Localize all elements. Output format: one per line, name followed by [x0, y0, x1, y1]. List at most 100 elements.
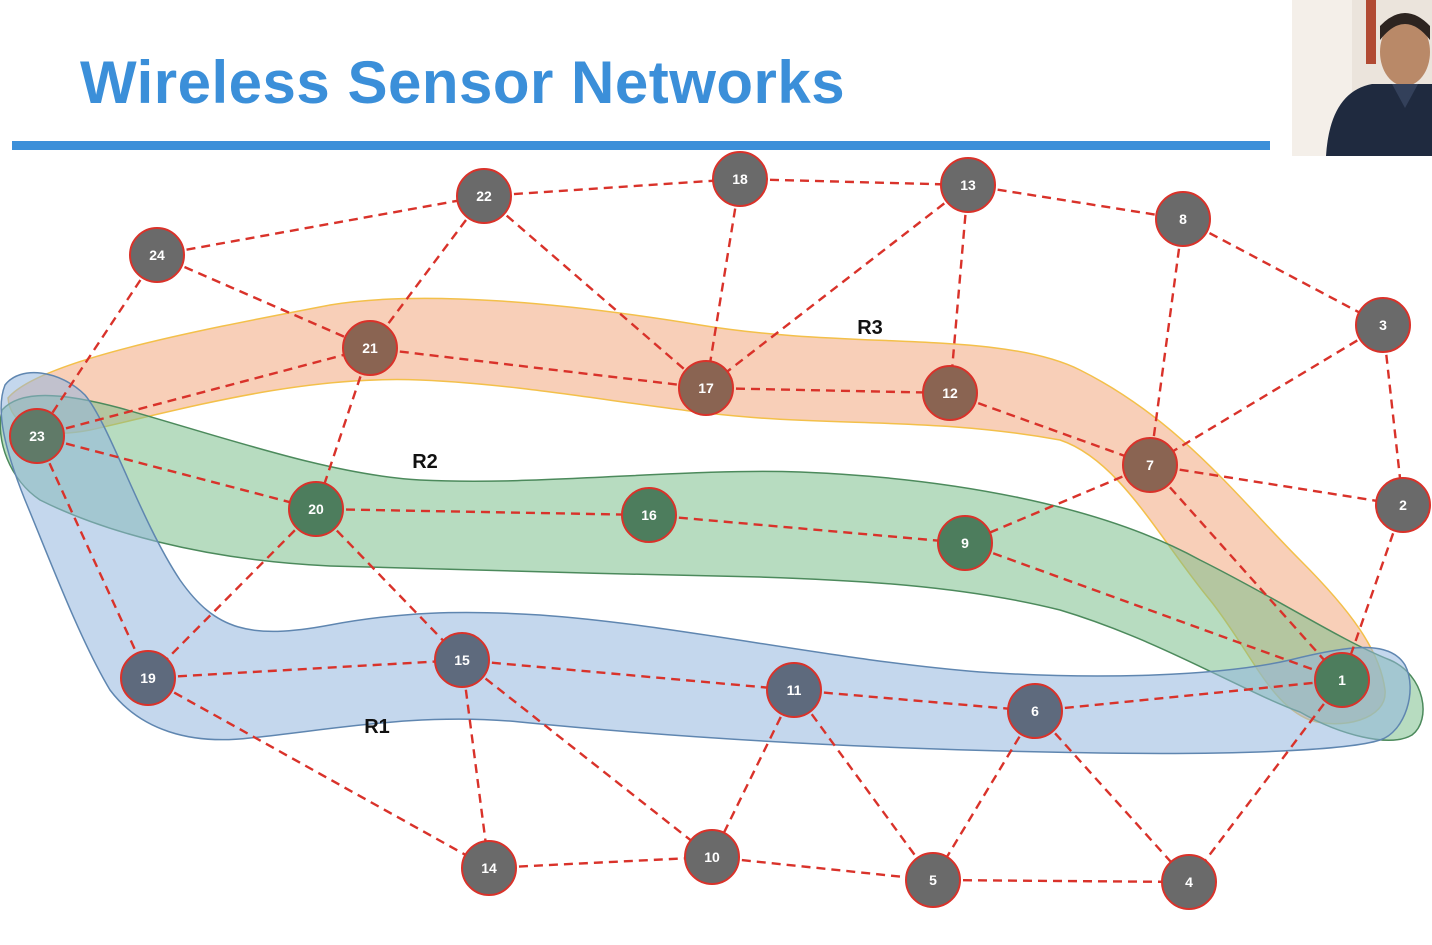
sensor-node-4: 4	[1161, 854, 1217, 910]
node-circle	[766, 662, 822, 718]
sensor-node-2: 2	[1375, 477, 1431, 533]
node-circle	[678, 360, 734, 416]
edge-19-15	[147, 658, 463, 680]
node-circle	[1355, 297, 1411, 353]
edge-7-9	[964, 463, 1151, 545]
node-label: 22	[476, 188, 492, 204]
node-label: 24	[149, 247, 165, 263]
sensor-node-12: 12	[922, 365, 978, 421]
node-circle	[120, 650, 176, 706]
node-circle	[905, 852, 961, 908]
edge-23-20	[36, 434, 317, 511]
node-circle	[461, 840, 517, 896]
edge-1-4	[1188, 679, 1343, 883]
node-label: 23	[29, 428, 45, 444]
edge-20-16	[315, 507, 650, 517]
sensor-node-6: 6	[1007, 683, 1063, 739]
node-label: 20	[308, 501, 324, 517]
edge-22-21	[369, 195, 485, 349]
edge-11-5	[793, 689, 934, 881]
node-label: 3	[1379, 317, 1387, 333]
sensor-node-13: 13	[940, 157, 996, 213]
node-label: 13	[960, 177, 976, 193]
node-circle	[684, 829, 740, 885]
edge-2-1	[1340, 504, 1405, 681]
edge-5-4	[932, 878, 1190, 884]
node-circle	[712, 151, 768, 207]
edge-7-1	[1149, 464, 1343, 681]
node-circle	[342, 320, 398, 376]
node-label: 15	[454, 652, 470, 668]
sensor-node-19: 19	[120, 650, 176, 706]
node-circle	[434, 632, 490, 688]
edge-21-17	[369, 346, 707, 390]
edge-16-9	[648, 513, 966, 545]
title-underline	[12, 141, 1270, 150]
edge-3-2	[1381, 324, 1405, 506]
edge-14-10	[488, 855, 713, 870]
edge-6-5	[931, 710, 1037, 881]
node-circle	[129, 227, 185, 283]
edge-12-7	[949, 391, 1151, 467]
node-label: 5	[929, 872, 937, 888]
slide-title: Wireless Sensor Networks	[80, 49, 846, 116]
node-label: 6	[1031, 703, 1039, 719]
node-label: 9	[961, 535, 969, 551]
edge-15-14	[460, 659, 491, 869]
sensor-node-1: 1	[1314, 652, 1370, 708]
node-label: 4	[1185, 874, 1193, 890]
node-circle	[1161, 854, 1217, 910]
sensor-node-3: 3	[1355, 297, 1411, 353]
route-band-r1	[0, 372, 1411, 755]
sensor-node-15: 15	[434, 632, 490, 688]
sensor-node-20: 20	[288, 481, 344, 537]
edge-17-12	[705, 386, 951, 395]
node-circle	[1155, 191, 1211, 247]
node-circle	[1122, 437, 1178, 493]
edge-21-20	[314, 347, 372, 510]
edge-24-23	[35, 254, 159, 437]
sensor-node-14: 14	[461, 840, 517, 896]
node-circle	[922, 365, 978, 421]
edge-20-15	[315, 508, 463, 661]
edge-15-11	[461, 658, 795, 692]
edge-22-18	[483, 177, 741, 198]
node-label: 16	[641, 507, 657, 523]
node-label: 12	[942, 385, 958, 401]
node-label: 14	[481, 860, 497, 876]
edge-11-6	[793, 688, 1036, 713]
route-label-r1: R1	[364, 716, 390, 738]
edge-24-21	[156, 253, 371, 350]
node-label: 18	[732, 171, 748, 187]
sensor-node-16: 16	[621, 487, 677, 543]
node-circle	[1314, 652, 1370, 708]
edge-15-10	[461, 659, 713, 858]
edge-24-22	[156, 194, 485, 257]
edge-7-2	[1149, 463, 1404, 507]
presenter-video-icon	[1292, 0, 1432, 156]
edge-8-7	[1148, 218, 1185, 466]
node-circle	[288, 481, 344, 537]
edge-19-14	[147, 676, 490, 870]
edge-9-1	[964, 541, 1343, 682]
sensor-node-5: 5	[905, 852, 961, 908]
node-circle	[9, 408, 65, 464]
node-label: 21	[362, 340, 378, 356]
sensor-node-11: 11	[766, 662, 822, 718]
route-label-r2: R2	[412, 451, 438, 473]
edge-23-21	[36, 346, 371, 438]
sensor-node-17: 17	[678, 360, 734, 416]
edge-6-1	[1034, 678, 1343, 713]
node-label: 19	[140, 670, 156, 686]
node-circle	[937, 515, 993, 571]
node-label: 8	[1179, 211, 1187, 227]
sensor-node-10: 10	[684, 829, 740, 885]
edge-11-10	[710, 689, 796, 858]
edge-13-17	[705, 184, 969, 389]
route-label-r3: R3	[857, 317, 883, 339]
node-circle	[621, 487, 677, 543]
node-circle	[456, 168, 512, 224]
